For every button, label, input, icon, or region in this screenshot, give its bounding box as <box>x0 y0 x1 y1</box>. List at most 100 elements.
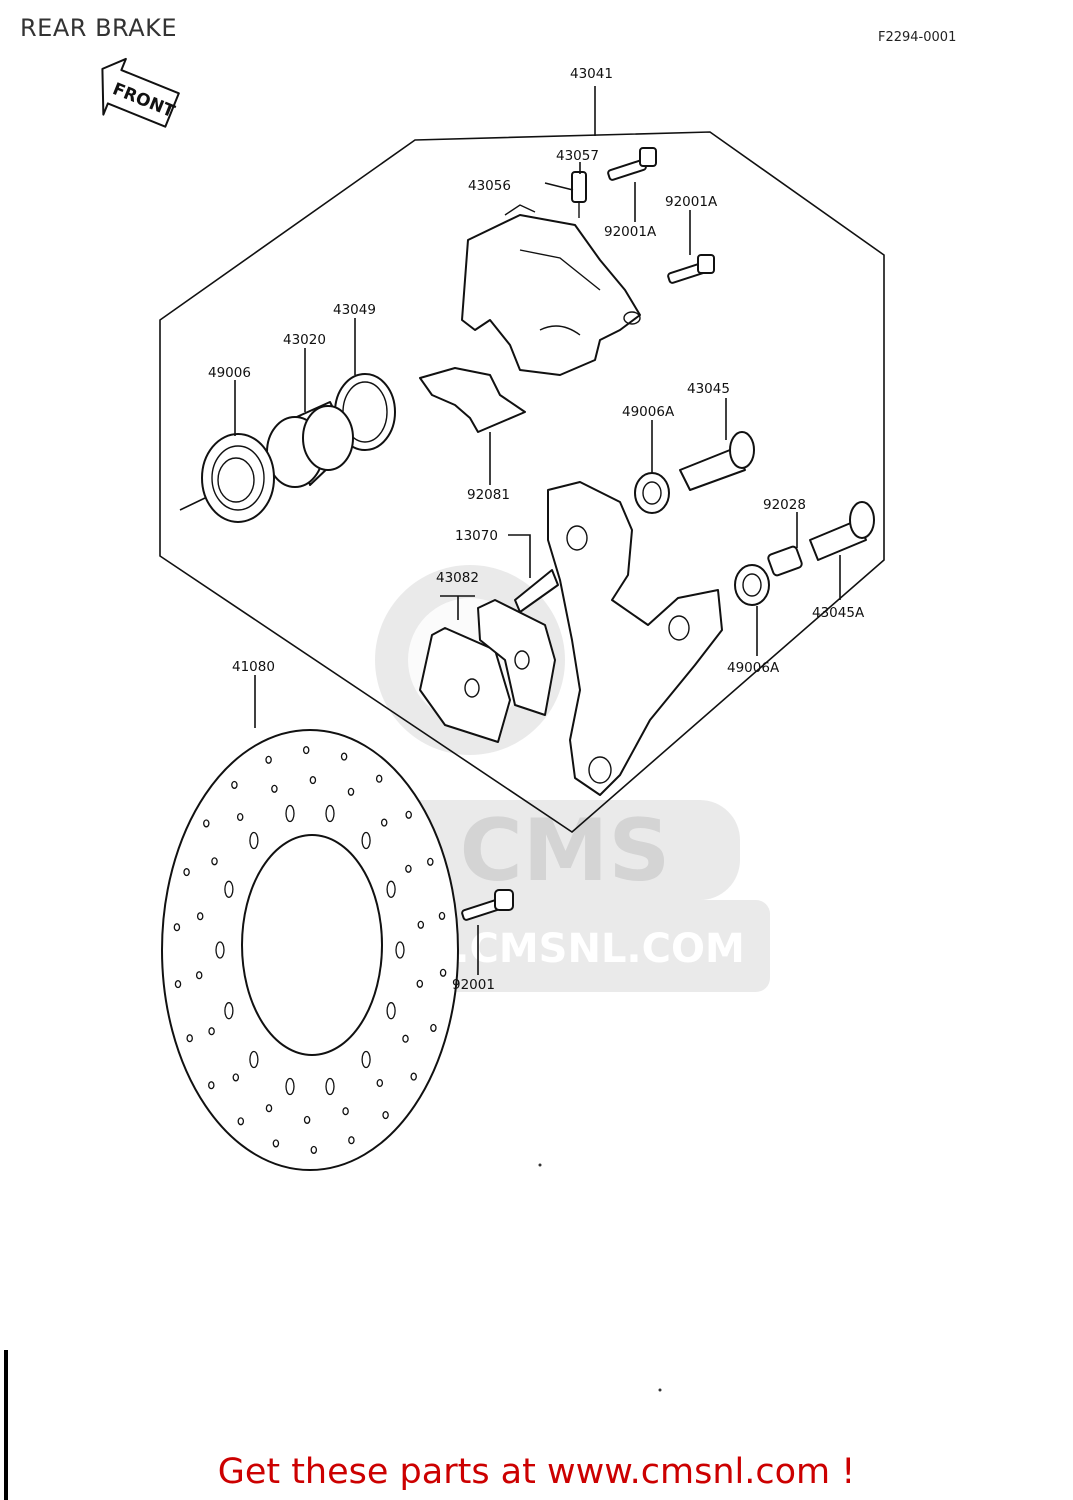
disc-hole <box>416 979 424 988</box>
leader-13070 <box>508 534 531 578</box>
disc-hole <box>249 1050 259 1069</box>
sleeve-pin <box>767 545 803 577</box>
part-label: 43056 <box>468 178 511 194</box>
disc-hole <box>195 971 203 980</box>
disc-hole <box>249 831 259 850</box>
part-label: 41080 <box>232 659 275 675</box>
drawing-code: F2294-0001 <box>878 30 957 45</box>
disc-hole <box>196 912 204 921</box>
caliper-kit-outline <box>159 131 885 834</box>
caliper-body <box>461 204 641 376</box>
disc-hole <box>211 857 218 866</box>
boot-lower <box>734 564 770 606</box>
disc-hole <box>302 746 310 755</box>
dust-boot <box>201 433 275 523</box>
disc-hole <box>376 1078 384 1088</box>
disc-hole <box>439 968 447 977</box>
disc-hole <box>215 941 225 959</box>
disc-hole <box>361 1050 371 1069</box>
disc-hole <box>174 980 182 989</box>
caliper-bracket <box>547 481 723 796</box>
disc-hole <box>183 868 190 877</box>
bolt-lower <box>667 254 715 284</box>
disc-hole <box>208 1081 215 1090</box>
leader-43082 <box>440 595 475 620</box>
part-label: 43020 <box>283 332 326 348</box>
disc-bolt <box>461 889 514 921</box>
disc-hole <box>386 1002 396 1020</box>
disc-hole <box>380 818 388 827</box>
disc-hole <box>265 755 272 764</box>
disc-hole <box>310 1145 318 1154</box>
page-title: REAR BRAKE <box>20 14 178 42</box>
part-label: 92001A <box>604 224 657 240</box>
part-label: 92028 <box>763 497 806 513</box>
disc-hole <box>208 1027 215 1036</box>
parts-link-banner[interactable]: Get these parts at www.cmsnl.com ! <box>217 1452 856 1492</box>
part-label: 92001A <box>665 194 718 210</box>
part-label: 49006 <box>208 365 251 381</box>
brake-disc <box>161 729 459 1171</box>
part-label: 43045A <box>812 605 865 621</box>
exploded-parts-diagram: CMS WWW.CMSNL.COM FRONT <box>101 57 885 1392</box>
disc-hole <box>237 1117 245 1126</box>
disc-hole <box>417 920 425 929</box>
part-label: 43057 <box>556 148 599 164</box>
disc-hole <box>325 804 335 823</box>
disc-hole <box>347 787 355 796</box>
disc-hole <box>430 1023 437 1032</box>
part-label: 92081 <box>467 487 510 503</box>
disc-hole <box>203 819 210 828</box>
edge-mark <box>4 1350 8 1500</box>
watermark-brand: CMS <box>460 801 671 901</box>
disc-hole <box>361 831 371 850</box>
disc-holes <box>173 746 447 1154</box>
pad-spring <box>419 367 526 433</box>
part-label: 43049 <box>333 302 376 318</box>
disc-hole <box>309 776 317 785</box>
slide-pin <box>679 431 755 491</box>
boot-upper <box>634 472 670 514</box>
piston <box>266 401 354 488</box>
disc-hole <box>405 810 412 819</box>
bolt-upper <box>607 147 657 181</box>
disc-hole <box>265 1104 273 1113</box>
bleed-valve <box>571 171 587 218</box>
disc-hole <box>173 923 181 932</box>
part-label: 43082 <box>436 570 479 586</box>
disc-hole <box>340 752 348 761</box>
part-label: 49006A <box>622 404 675 420</box>
disc-hole <box>325 1077 335 1096</box>
part-label: 43041 <box>570 66 613 82</box>
disc-hole <box>427 857 434 866</box>
part-label: 92001 <box>452 977 495 993</box>
disc-hole <box>438 911 446 920</box>
disc-hole <box>375 774 383 783</box>
part-label: 43045 <box>687 381 730 397</box>
disc-hole <box>236 812 244 822</box>
disc-hole <box>382 1111 389 1120</box>
slide-pin-lower <box>809 501 875 561</box>
disc-hole <box>342 1107 349 1116</box>
front-arrow-icon: FRONT <box>101 57 180 128</box>
disc-hole <box>231 780 238 789</box>
disc-hole <box>395 941 405 959</box>
leader-43056 <box>544 182 574 191</box>
disc-hole <box>402 1034 409 1043</box>
disc-hole <box>272 1139 280 1148</box>
part-label: 49006A <box>727 660 780 676</box>
disc-hole <box>186 1034 193 1043</box>
brake-pads <box>419 599 556 743</box>
part-label: 13070 <box>455 528 498 544</box>
disc-hole <box>285 804 295 823</box>
disc-hole <box>386 880 396 898</box>
disc-hole <box>224 880 234 898</box>
disc-hole <box>285 1077 295 1096</box>
disc-hole <box>410 1072 417 1081</box>
disc-hole <box>303 1115 311 1124</box>
disc-hole <box>224 1002 234 1020</box>
pad-shim <box>514 569 559 613</box>
disc-hole <box>271 784 278 793</box>
disc-hole <box>232 1073 240 1082</box>
disc-hole <box>405 864 412 873</box>
